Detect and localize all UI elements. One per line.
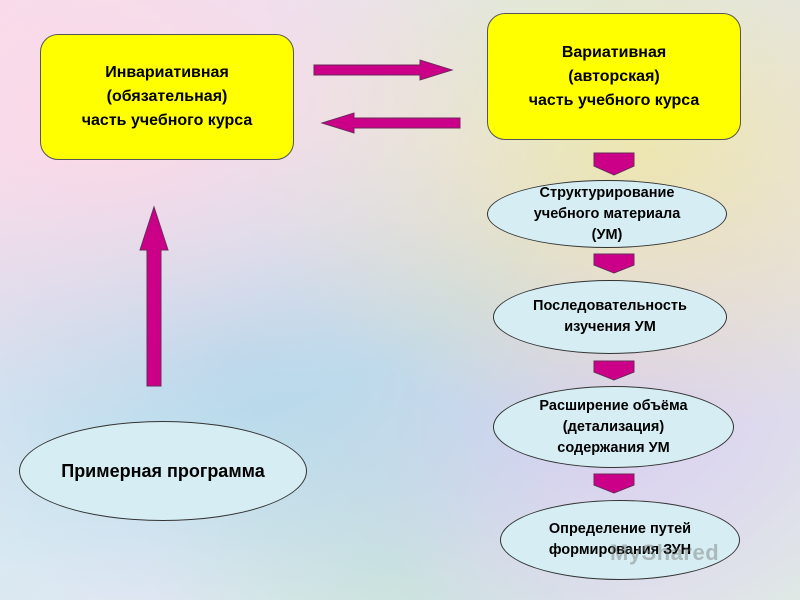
watermark-logo: MyShared xyxy=(610,540,719,566)
sample-program-oval: Примерная программа xyxy=(19,421,307,521)
invariant-course-box: Инвариативная (обязательная) часть учебн… xyxy=(40,34,294,160)
arrow-left xyxy=(320,112,461,134)
sample-program-label: Примерная программа xyxy=(61,460,265,481)
arrow-down-4 xyxy=(593,473,635,494)
step-paths-label: Определение путей формирования ЗУН xyxy=(548,521,692,558)
step-expansion: Расширение объёма (детализация) содержан… xyxy=(493,386,734,468)
invariant-course-label: Инвариативная (обязательная) часть учебн… xyxy=(81,64,253,129)
variant-course-label: Вариативная (авторская) часть учебного к… xyxy=(528,43,700,109)
arrow-down-3 xyxy=(593,360,635,381)
watermark-text: MyShared xyxy=(610,540,720,565)
arrow-up xyxy=(139,205,169,387)
variant-course-box: Вариативная (авторская) часть учебного к… xyxy=(487,13,741,140)
step-structuring-label: Структурирование учебного материала (УМ) xyxy=(533,184,681,243)
arrow-right xyxy=(313,59,454,81)
step-paths: Определение путей формирования ЗУН xyxy=(500,500,740,580)
arrow-down-2 xyxy=(593,253,635,274)
step-expansion-label: Расширение объёма (детализация) содержан… xyxy=(539,397,688,456)
step-sequence-label: Последовательность изучения УМ xyxy=(533,298,687,335)
step-structuring: Структурирование учебного материала (УМ) xyxy=(487,180,727,248)
arrow-down-1 xyxy=(593,152,635,176)
step-sequence: Последовательность изучения УМ xyxy=(493,280,727,354)
